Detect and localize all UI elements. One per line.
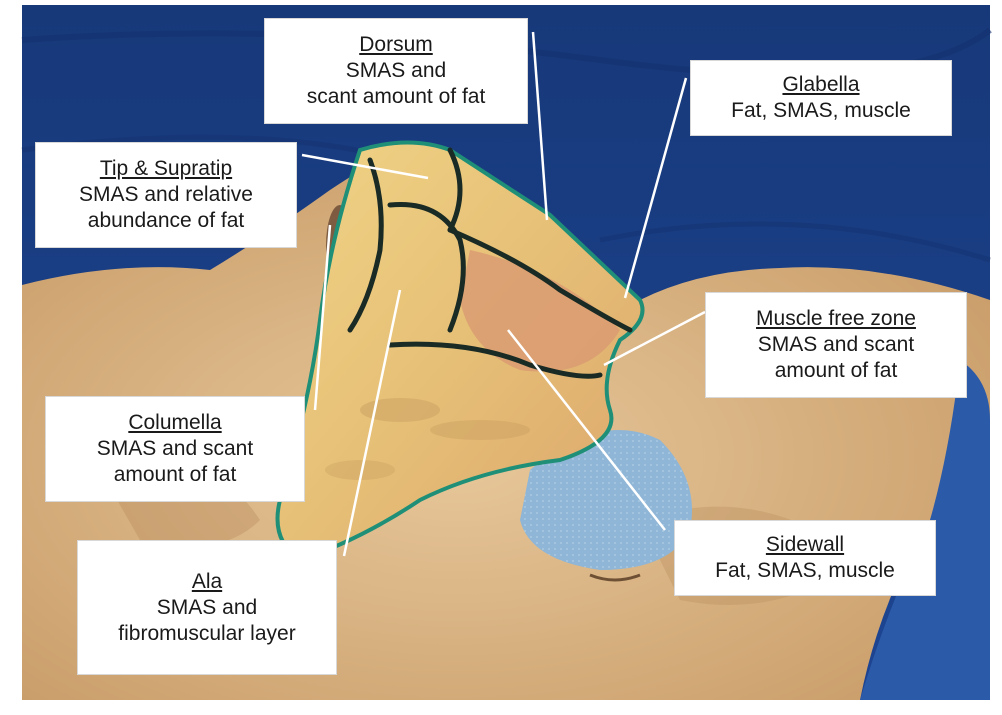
label-ala-line-2: fibromuscular layer: [118, 621, 296, 645]
label-tip-supratip: Tip & Supratip SMAS and relative abundan…: [35, 142, 297, 248]
label-glabella-line-1: Fat, SMAS, muscle: [731, 99, 911, 122]
label-sidewall-line-1: Fat, SMAS, muscle: [715, 559, 895, 582]
label-muscle-free-line-1: SMAS and scant: [757, 333, 915, 356]
label-ala-title: Ala: [191, 569, 223, 593]
label-ala-line-1: SMAS and: [156, 595, 258, 619]
label-dorsum-title: Dorsum: [359, 33, 433, 56]
gauze-pad: [520, 430, 692, 570]
label-ala: Ala SMAS and fibromuscular layer: [77, 540, 337, 675]
label-muscle-free-title: Muscle free zone: [756, 307, 916, 330]
label-dorsum-line-1: SMAS and: [345, 59, 447, 82]
label-muscle-free-zone: Muscle free zone SMAS and scant amount o…: [705, 292, 967, 398]
label-tip-line-2: abundance of fat: [87, 209, 245, 232]
label-columella: Columella SMAS and scant amount of fat: [45, 396, 305, 502]
label-tip-title: Tip & Supratip: [99, 157, 233, 180]
label-muscle-free-line-2: amount of fat: [774, 359, 898, 382]
label-dorsum: Dorsum SMAS and scant amount of fat: [264, 18, 528, 124]
label-dorsum-line-2: scant amount of fat: [306, 85, 486, 108]
label-glabella-title: Glabella: [782, 73, 860, 96]
label-columella-title: Columella: [128, 411, 222, 434]
label-columella-line-2: amount of fat: [113, 463, 237, 486]
label-sidewall-title: Sidewall: [765, 533, 845, 556]
label-glabella: Glabella Fat, SMAS, muscle: [690, 60, 952, 136]
skin-flap: [275, 140, 645, 563]
label-tip-line-1: SMAS and relative: [79, 183, 253, 206]
label-sidewall: Sidewall Fat, SMAS, muscle: [674, 520, 936, 596]
label-columella-line-1: SMAS and scant: [96, 437, 254, 460]
